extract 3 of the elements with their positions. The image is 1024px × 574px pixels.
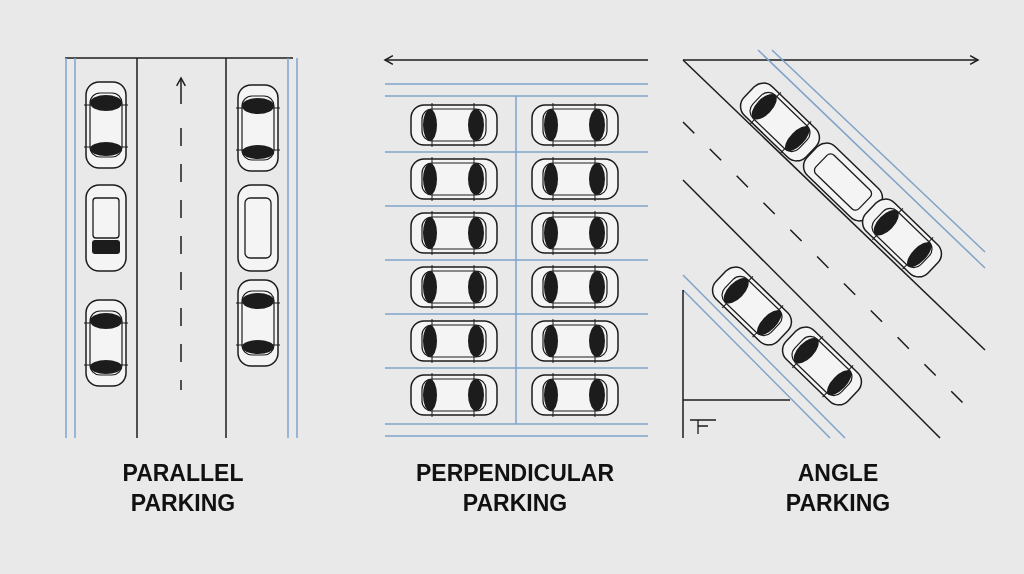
parking-type-title: PARALLEL PARKING xyxy=(121,459,245,518)
parking-type-title: PERPENDICULAR PARKING xyxy=(414,459,616,518)
parking-type-title: ANGLE PARKING xyxy=(784,459,892,518)
